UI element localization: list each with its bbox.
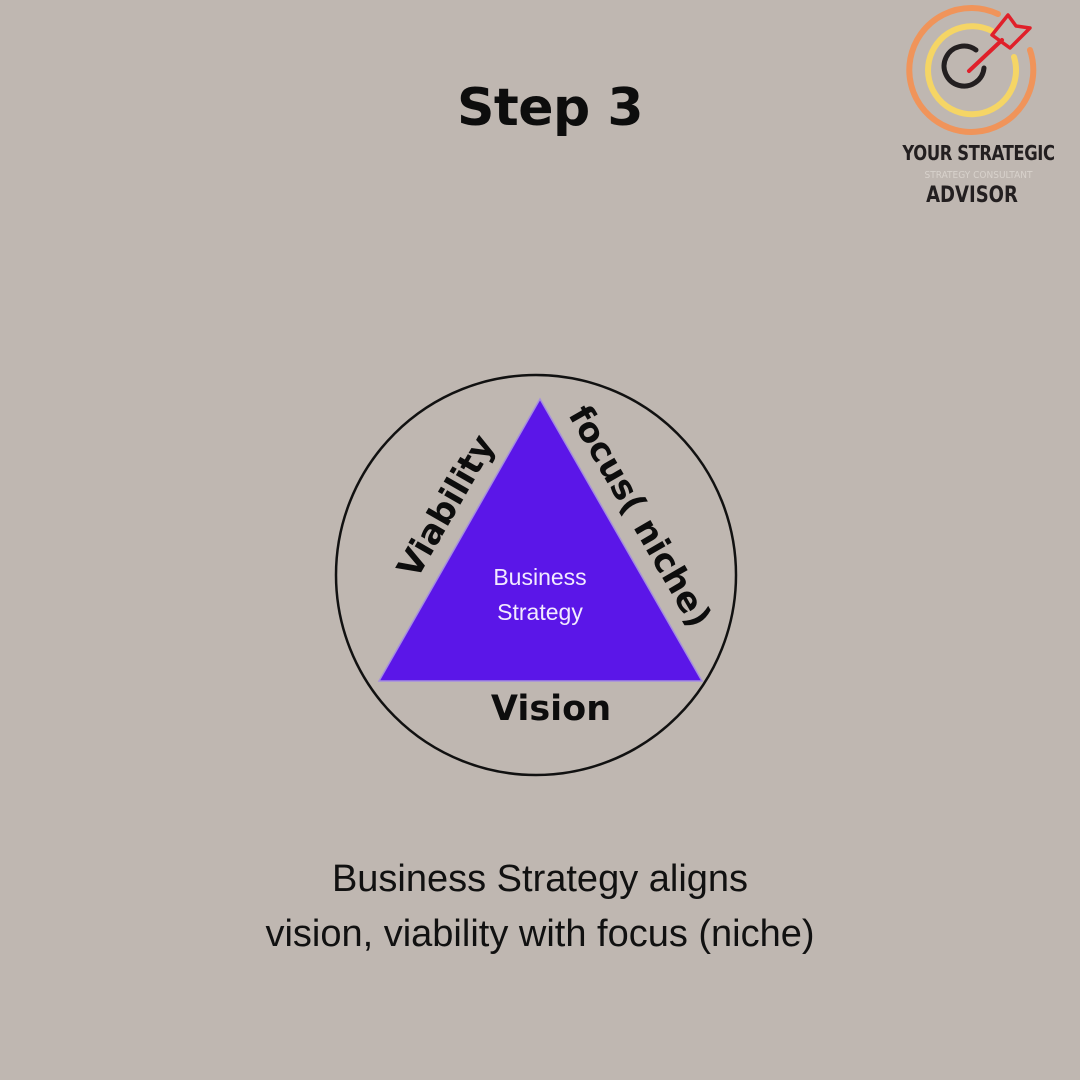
outer-circle	[334, 373, 738, 777]
logo-subtitle: ADVISOR	[926, 183, 1018, 208]
strategy-triangle	[377, 397, 704, 682]
center-label-line1: Business	[493, 564, 586, 590]
target-dart-icon	[906, 4, 1037, 135]
logo-tagline: STRATEGY CONSULTANT	[924, 170, 1033, 181]
vision-label: Vision	[491, 689, 611, 729]
center-label-line2: Strategy	[497, 599, 583, 625]
caption-line2: vision, viability with focus (niche)	[265, 913, 815, 955]
brand-logo: YOUR STRATEGIC STRATEGY CONSULTANT ADVIS…	[880, 0, 1080, 220]
logo-title: YOUR STRATEGIC	[902, 141, 1055, 165]
caption: Business Strategy aligns vision, viabili…	[0, 852, 1080, 962]
caption-line1: Business Strategy aligns	[331, 858, 749, 900]
page-title: Step 3	[456, 78, 644, 138]
